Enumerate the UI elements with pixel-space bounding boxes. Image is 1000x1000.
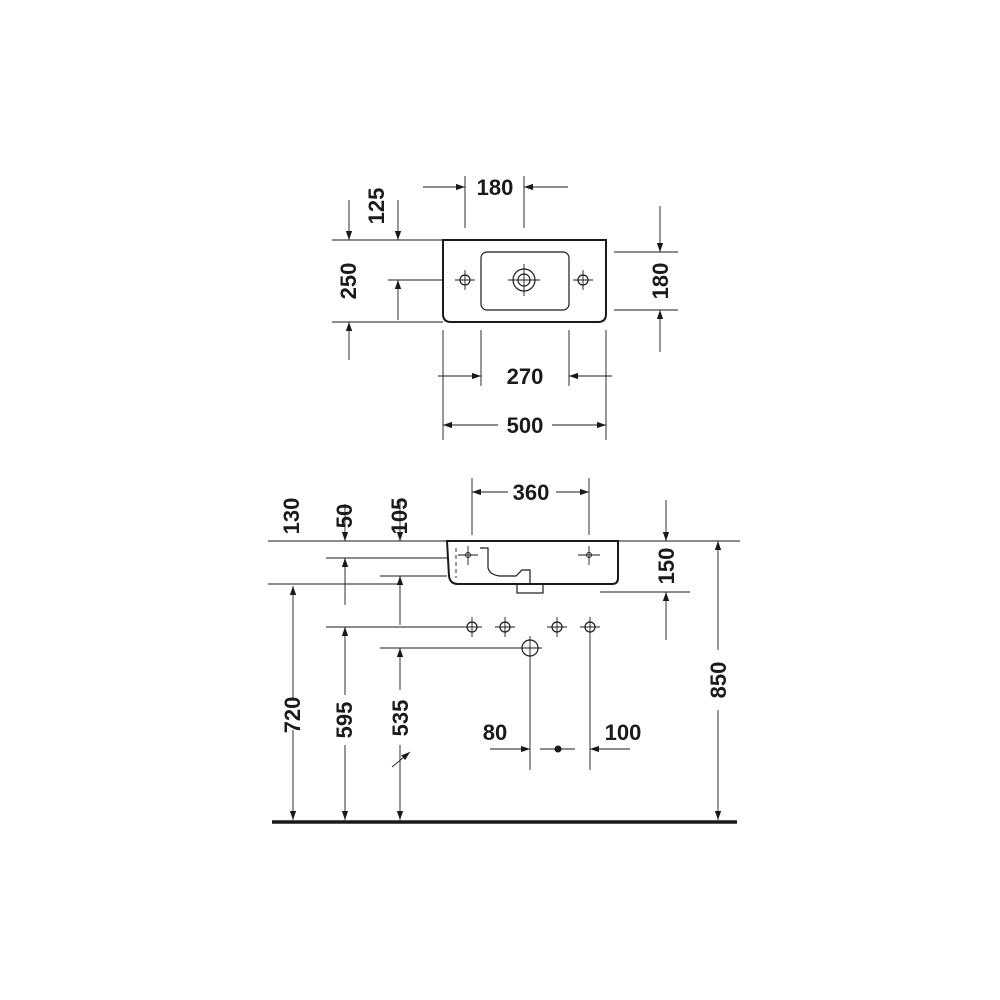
label-edge-to-centre: 125 [364, 188, 389, 225]
label-80: 80 [483, 720, 507, 745]
label-bowl-depth: 180 [648, 263, 673, 300]
dim-bowl-depth [614, 206, 678, 352]
arrow-535-pointer-icon [391, 751, 411, 768]
label-tap-spacing: 180 [477, 175, 514, 200]
waste-outlet-icon [518, 636, 542, 660]
dim-bowl-width [438, 330, 612, 386]
label-basin-height: 150 [654, 548, 679, 585]
basin-outline-plan [442, 239, 607, 323]
tap-hole-right-icon [573, 270, 593, 290]
label-535: 535 [388, 700, 413, 737]
label-720: 720 [280, 697, 305, 734]
label-105: 105 [387, 498, 412, 535]
bowl-outline-plan [480, 251, 570, 311]
label-130: 130 [279, 498, 304, 535]
dim-tap-spacing [423, 176, 568, 228]
dim-width [442, 330, 607, 440]
plan-view: 180 125 250 180 [332, 175, 678, 440]
tap-hole-left-icon [455, 270, 475, 290]
label-850: 850 [706, 662, 731, 699]
wall-connection-4-icon [580, 617, 600, 637]
dim-80-100 [490, 637, 630, 770]
dim-bowl-span [471, 478, 590, 535]
label-depth: 250 [336, 263, 361, 300]
reference-point-icon [554, 745, 562, 753]
label-100: 100 [605, 720, 642, 745]
basin-outline-front [445, 540, 619, 585]
label-bowl-span: 360 [513, 480, 550, 505]
label-width: 500 [507, 413, 544, 438]
wall-connection-2-icon [495, 617, 515, 637]
label-bowl-width: 270 [507, 364, 544, 389]
label-595: 595 [332, 702, 357, 739]
wall-connection-3-icon [547, 617, 567, 637]
elevation-view: 360 130 50 105 150 720 [268, 478, 740, 824]
label-50: 50 [332, 504, 357, 528]
drain-stub [516, 583, 544, 594]
wall-connection-1-icon [462, 617, 482, 637]
dim-depth [332, 280, 443, 360]
front-tap-right-icon [578, 546, 600, 565]
bowl-profile-front [480, 547, 531, 584]
front-tap-left-icon [458, 546, 478, 565]
